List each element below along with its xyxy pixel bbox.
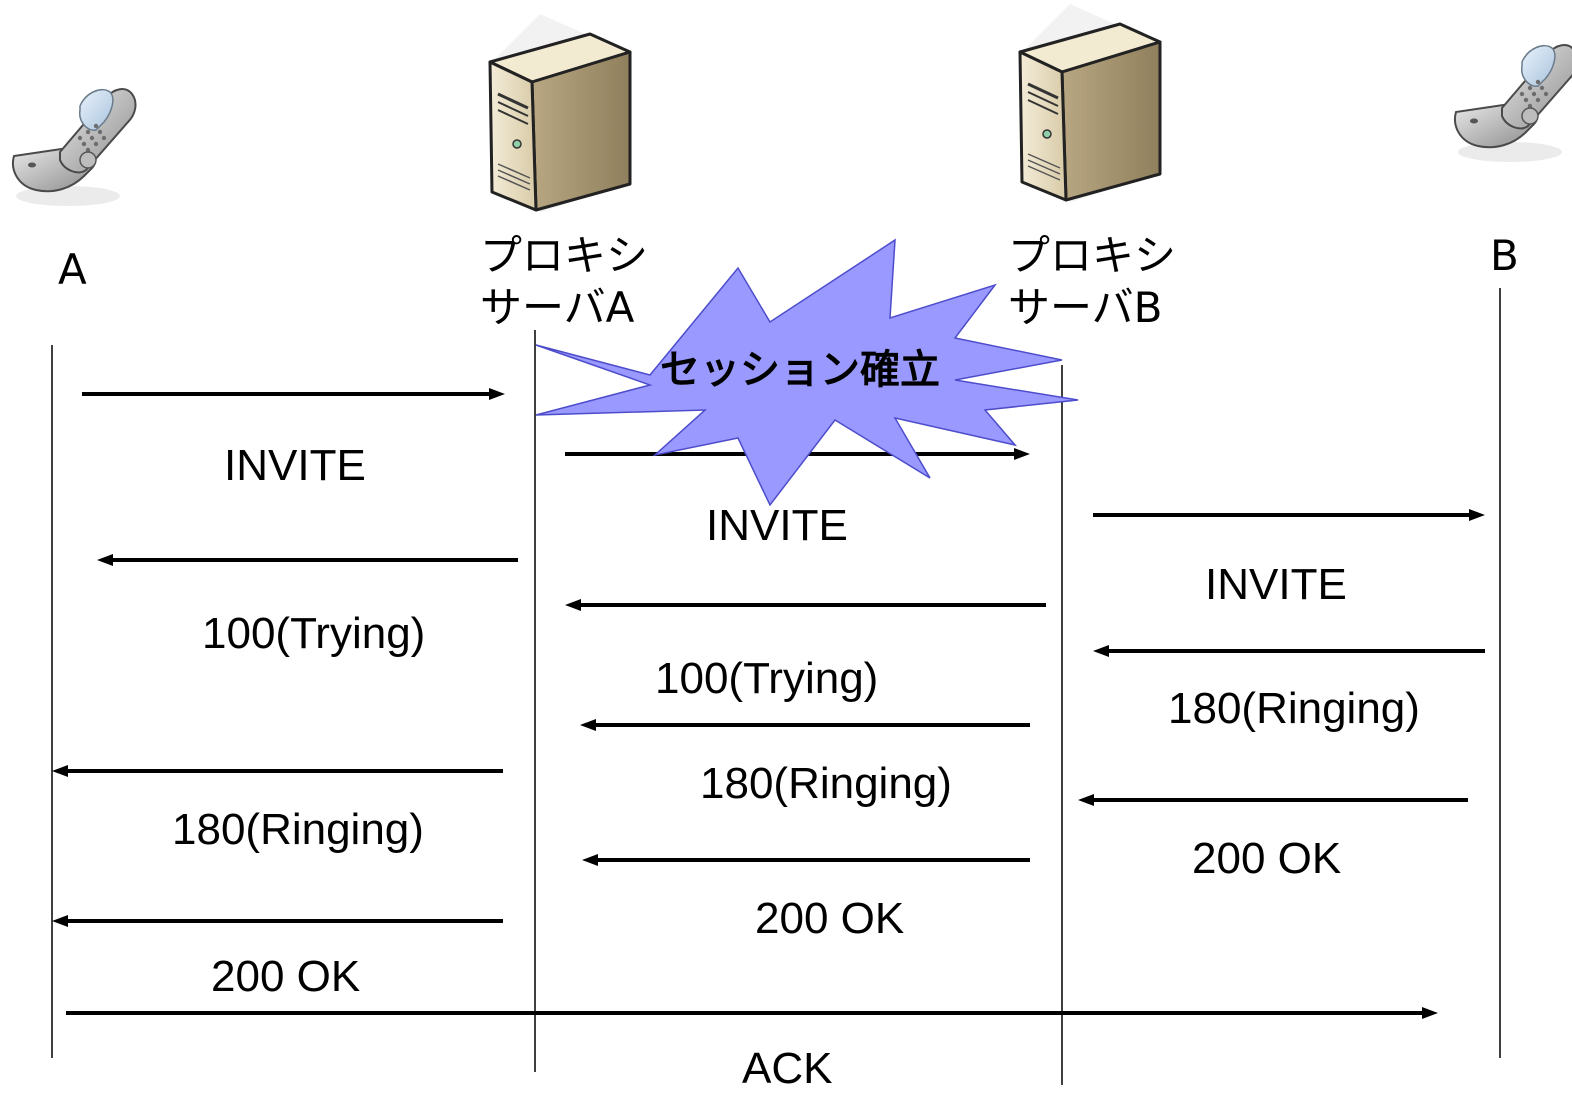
message-arrowhead [1078, 794, 1094, 806]
message-arrowhead [52, 765, 68, 777]
message-arrowhead [580, 719, 596, 731]
message-label: 200 OK [1192, 834, 1342, 883]
node-label-a: A [58, 245, 87, 294]
mobile-phone-icon [1454, 44, 1572, 162]
node-label-proxy-b-line2: サーバB [1008, 283, 1163, 332]
session-established-starburst [535, 238, 1079, 507]
message-label: 180(Ringing) [700, 759, 952, 808]
message-label: INVITE [224, 441, 366, 490]
server-icon [1018, 4, 1162, 202]
callout-text: セッション確立 [660, 347, 940, 393]
message-arrowhead [1014, 448, 1030, 460]
server-icon [488, 14, 632, 212]
node-label-proxy-a-line2: サーバA [480, 283, 635, 332]
node-label-proxy-b-line1: プロキシ [1008, 231, 1177, 280]
message-arrowhead [582, 854, 598, 866]
node-label-b: B [1490, 231, 1519, 280]
message-label: 100(Trying) [655, 654, 879, 703]
message-arrowhead [1422, 1007, 1438, 1019]
message-arrowhead [565, 599, 581, 611]
message-label: INVITE [706, 501, 848, 550]
message-label: 180(Ringing) [172, 805, 424, 854]
message-arrowhead [489, 388, 505, 400]
message-arrowhead [97, 554, 113, 566]
node-label-proxy-a-line1: プロキシ [480, 231, 649, 280]
message-arrowhead [1093, 645, 1109, 657]
message-arrowhead [1469, 509, 1485, 521]
mobile-phone-icon [12, 88, 137, 206]
message-label: 180(Ringing) [1168, 684, 1420, 733]
message-label: 200 OK [211, 952, 361, 1001]
message-label: 200 OK [755, 894, 905, 943]
message-label: 100(Trying) [202, 609, 426, 658]
message-arrowhead [52, 915, 68, 927]
message-label: ACK [742, 1044, 833, 1093]
message-label: INVITE [1205, 560, 1347, 609]
